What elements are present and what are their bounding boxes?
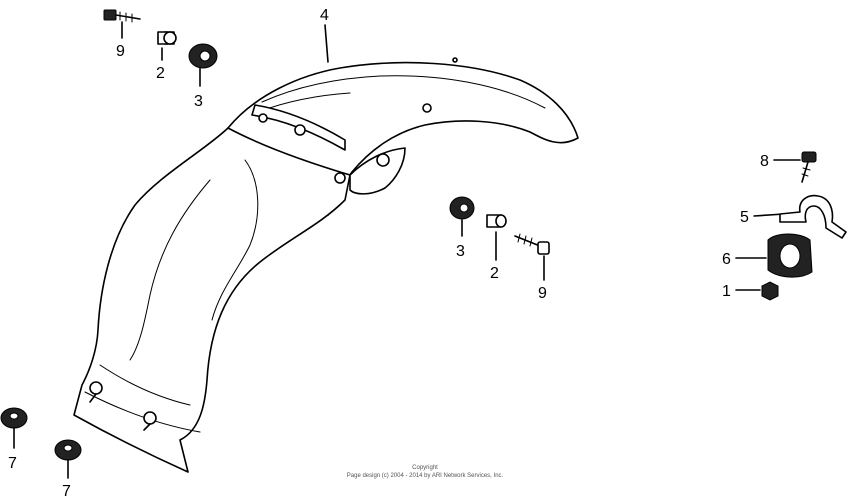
callout-7-right: 7 — [62, 483, 71, 500]
callout-9-mid: 9 — [538, 285, 547, 302]
nut-1[interactable] — [761, 281, 779, 301]
clamp-5[interactable] — [779, 194, 847, 239]
collar-2-mid[interactable] — [486, 214, 507, 228]
rear-fender[interactable] — [73, 57, 579, 473]
leader-4 — [324, 24, 329, 63]
callout-3-top: 3 — [194, 93, 203, 110]
grommet-6[interactable] — [767, 233, 813, 278]
copyright-line-1: Copyright — [412, 465, 438, 471]
bolt-9-top[interactable] — [103, 9, 141, 23]
leader-5 — [753, 213, 785, 217]
bolt-9-mid[interactable] — [514, 233, 550, 255]
callout-2-top: 2 — [156, 65, 165, 82]
callout-5: 5 — [740, 209, 749, 226]
rubber-cushion-3-top[interactable] — [188, 43, 218, 69]
callout-9-top: 9 — [116, 43, 125, 60]
callout-4: 4 — [320, 7, 329, 24]
callout-1: 1 — [722, 283, 731, 300]
callout-2-mid: 2 — [490, 265, 499, 282]
callout-7-left: 7 — [8, 455, 17, 472]
copyright-line-2: Page design (c) 2004 - 2014 by ARI Netwo… — [346, 473, 504, 479]
collar-2-top[interactable] — [157, 31, 177, 45]
callout-6: 6 — [722, 251, 731, 268]
nut-7-left[interactable] — [0, 407, 28, 429]
rubber-cushion-3-mid[interactable] — [449, 196, 475, 220]
screw-8[interactable] — [801, 151, 817, 183]
nut-7-right[interactable] — [54, 439, 82, 461]
callout-8: 8 — [760, 153, 769, 170]
callout-3-mid: 3 — [456, 243, 465, 260]
